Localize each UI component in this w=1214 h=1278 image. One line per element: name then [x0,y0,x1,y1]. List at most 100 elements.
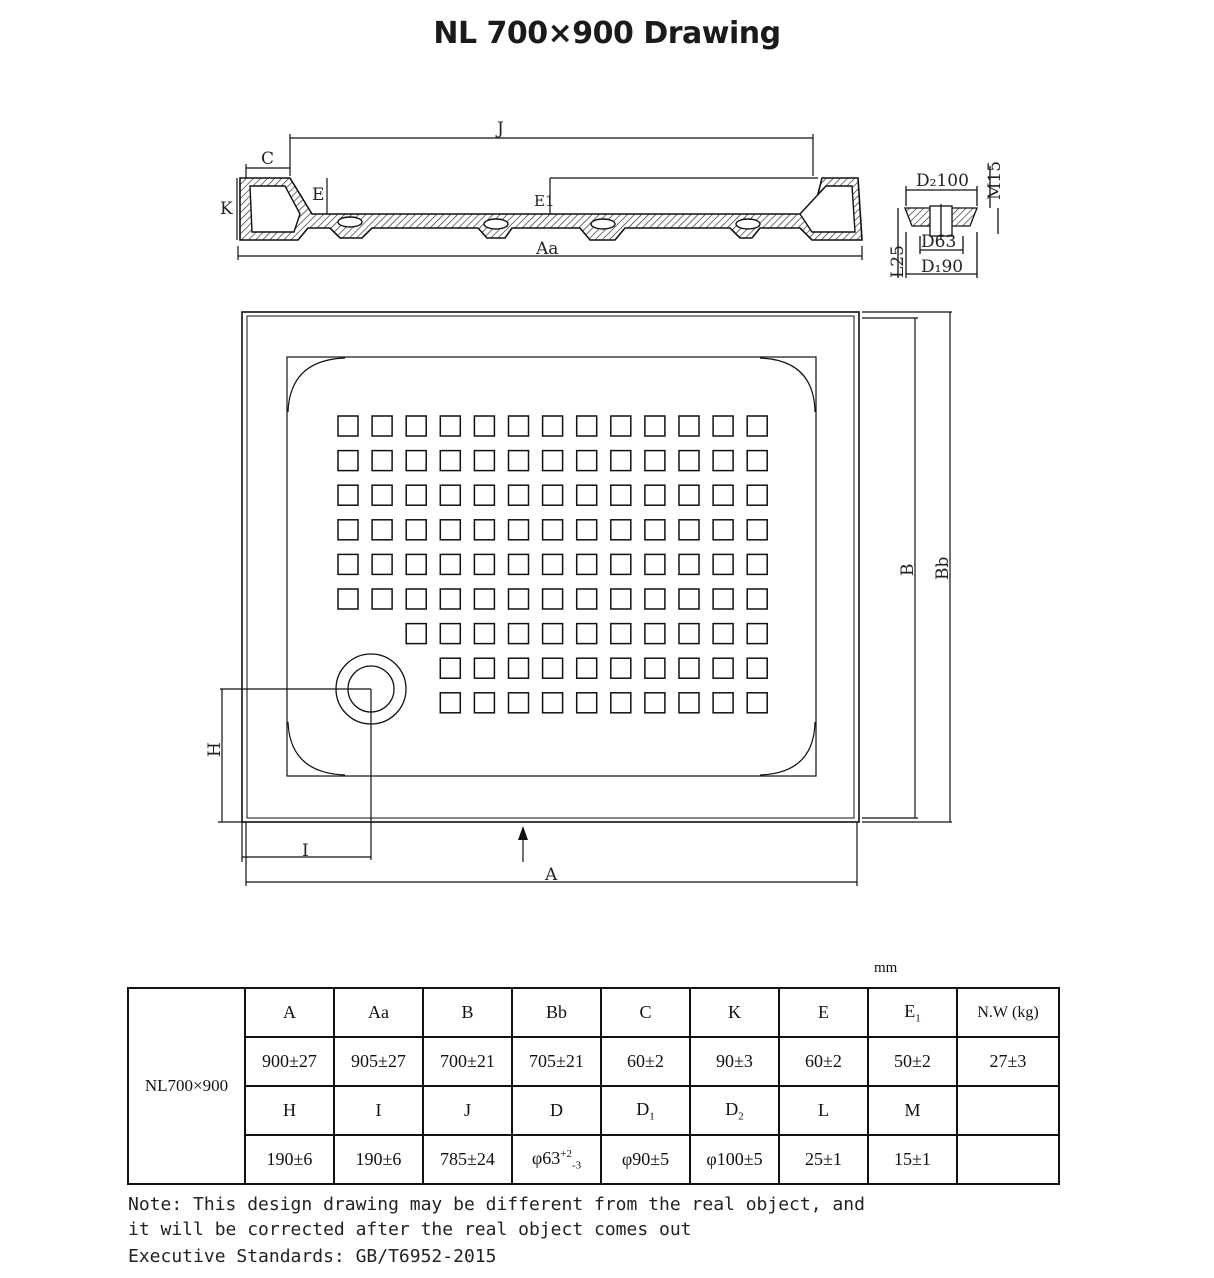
anti-slip-square [644,657,666,679]
header-cell: K [689,987,780,1038]
value-cell: 785±24 [422,1134,513,1185]
value-cell: 50±2 [867,1036,958,1087]
anti-slip-square [712,588,734,610]
anti-slip-square [473,588,496,610]
anti-slip-square [337,415,359,437]
note-line-2: it will be corrected after the real obje… [128,1219,692,1240]
header-cell: D [511,1085,602,1136]
anti-slip-square [746,692,768,714]
value-cell: 190±6 [244,1134,335,1185]
anti-slip-square [371,588,393,610]
anti-slip-square [473,657,496,679]
anti-slip-square [405,415,427,437]
anti-slip-square [610,622,632,645]
value-cell: 27±3 [956,1036,1060,1087]
technical-drawing: J C K E E1 Aa D₂100 M15 D63 L25 D₁90 [205,119,1005,886]
anti-slip-square [541,588,564,610]
anti-slip-square [746,519,768,541]
anti-slip-square [439,692,462,714]
label-M: M15 [985,161,1005,200]
label-A: A [544,865,558,885]
header-cell: N.W (kg) [956,987,1060,1038]
anti-slip-square [405,588,427,610]
page-title: NL 700×900 Drawing [433,16,781,51]
anti-slip-square [575,519,598,541]
anti-slip-square [507,692,530,714]
header-cell: I [333,1085,424,1136]
anti-slip-square [610,449,632,472]
table-row: 190±6 190±6 785±24 φ63+2-3 φ90±5 φ100±5 … [128,1134,1060,1185]
value-cell: 700±21 [422,1036,513,1087]
anti-slip-square [644,588,666,610]
anti-slip-square [712,692,734,714]
value-cell: 705±21 [511,1036,602,1087]
anti-slip-square [541,519,564,541]
anti-slip-square [678,519,700,541]
header-cell: C [600,987,691,1038]
anti-slip-square [575,484,598,506]
label-Aa: Aa [535,239,558,259]
value-cell: 25±1 [778,1134,869,1185]
header-cell: D2 [689,1085,780,1136]
value-cell: 905±27 [333,1036,424,1087]
anti-slip-square [712,449,734,472]
label-J: J [495,119,504,139]
anti-slip-square [610,519,632,541]
anti-slip-square [541,553,564,576]
header-cell: H [244,1085,335,1136]
anti-slip-square [541,622,564,645]
table-row: H I J D D1 D2 L M [128,1085,1060,1136]
anti-slip-square [678,657,700,679]
label-C: C [261,149,274,169]
anti-slip-square [473,622,496,645]
header-cell: E [778,987,869,1038]
anti-slip-square [712,553,734,576]
anti-slip-square [575,553,598,576]
value-cell: 90±3 [689,1036,780,1087]
table-row: NL700×900 A Aa B Bb C K E E1 N.W (kg) [127,987,1060,1185]
model-cell: NL700×900 [127,987,246,1185]
anti-slip-square [439,449,462,472]
anti-slip-square [439,622,462,645]
label-D: D63 [921,232,956,252]
label-D2: D₂100 [916,171,969,191]
table-row: 900±27 905±27 700±21 705±21 60±2 90±3 60… [128,1036,1060,1087]
value-cell: 15±1 [867,1134,958,1185]
anti-slip-square [473,692,496,714]
label-E: E [312,185,324,205]
anti-slip-square [746,415,768,437]
label-Bb: Bb [933,557,953,580]
anti-slip-square [507,588,530,610]
anti-slip-square [541,415,564,437]
anti-slip-square [644,484,666,506]
note-line-1: Note: This design drawing may be differe… [128,1194,865,1215]
anti-slip-square [371,519,393,541]
anti-slip-square [439,657,462,679]
anti-slip-square [337,519,359,541]
header-cell: J [422,1085,513,1136]
header-cell: Bb [511,987,602,1038]
anti-slip-square [712,519,734,541]
value-cell: φ63+2-3 [511,1134,602,1185]
anti-slip-square [337,484,359,506]
anti-slip-square [405,484,427,506]
anti-slip-square [712,622,734,645]
anti-slip-square [644,692,666,714]
value-cell: 190±6 [333,1134,424,1185]
anti-slip-square [575,449,598,472]
anti-slip-square [507,519,530,541]
value-cell: φ90±5 [600,1134,691,1185]
anti-slip-square [371,415,393,437]
anti-slip-square [610,692,632,714]
anti-slip-square [371,553,393,576]
anti-slip-square [746,622,768,645]
anti-slip-square [405,622,427,645]
header-cell: M [867,1085,958,1136]
anti-slip-square [644,449,666,472]
label-L: L25 [888,245,908,278]
header-cell: A [244,987,335,1038]
value-cell: 60±2 [600,1036,691,1087]
anti-slip-square [439,519,462,541]
header-cell: D1 [600,1085,691,1136]
spec-table: NL700×900 A Aa B Bb C K E E1 N.W (kg) 90… [127,987,1060,1185]
